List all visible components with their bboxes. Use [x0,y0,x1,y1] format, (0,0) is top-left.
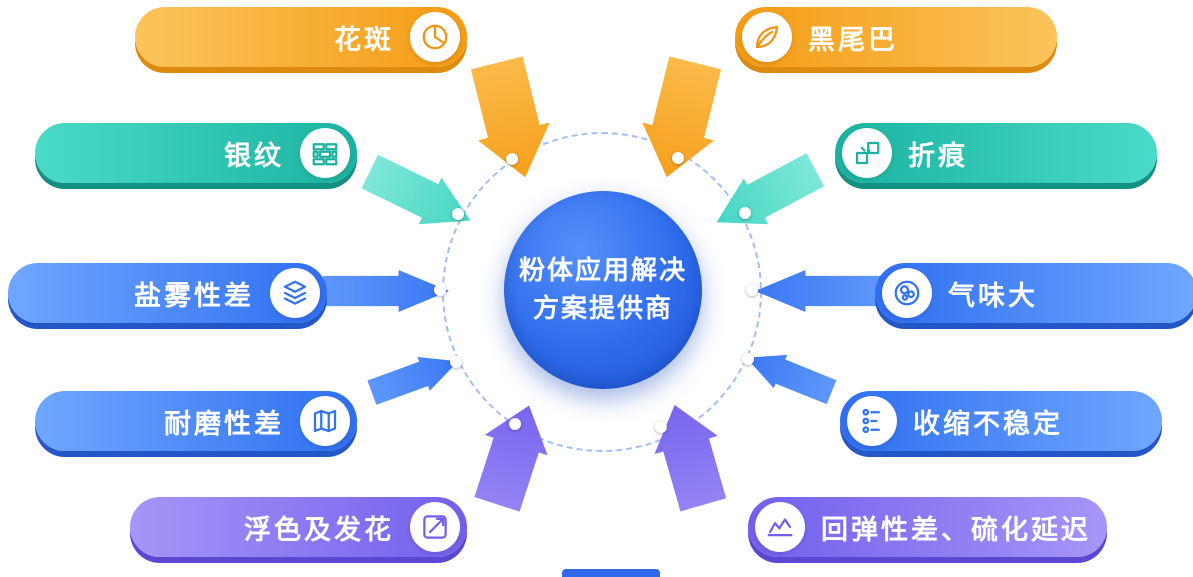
connector-dot [452,208,464,220]
bubbles-icon [882,268,932,318]
puzzle-icon [842,128,892,178]
trend-arrow-icon [410,502,460,552]
center-title-line1: 粉体应用解决 [518,255,687,286]
arrow-salt-spray [323,270,449,312]
bricks-icon [300,128,350,178]
node-abrasion-label: 耐磨性差 [164,408,284,439]
connector-dot [739,207,751,219]
node-shrinkage: 收缩不稳定 [840,391,1162,451]
bottom-strip [562,569,660,577]
connector-dot [506,153,518,165]
node-rebound: 回弹性差、硫化延迟 [748,497,1107,557]
node-silver-streak-label: 银纹 [224,140,284,171]
node-mottle: 花斑 [135,7,467,67]
arrow-odor [755,270,881,312]
node-mottle-label: 花斑 [334,24,394,55]
pie-chart-icon [410,12,460,62]
node-black-tail: 黑尾巴 [735,7,1057,67]
center-circle: 粉体应用解决 方案提供商 [504,191,702,389]
node-salt-spray: 盐雾性差 [8,263,327,323]
connector-dot [509,418,521,430]
arrow-abrasion [366,344,465,409]
arrow-shrinkage [740,341,839,409]
node-abrasion: 耐磨性差 [35,391,357,451]
node-odor: 气味大 [875,263,1193,323]
layers-icon [270,268,320,318]
connector-dot [672,152,684,164]
node-crease-label: 折痕 [908,140,968,171]
node-color-float: 浮色及发花 [130,497,467,557]
node-salt-spray-label: 盐雾性差 [134,280,254,311]
center-title-line2: 方案提供商 [532,293,673,323]
node-color-float-label: 浮色及发花 [244,514,394,545]
node-odor-label: 气味大 [948,280,1038,311]
dots-lines-icon [847,396,897,446]
connector-dot [742,353,754,365]
connector-dot [655,421,667,433]
node-rebound-label: 回弹性差、硫化延迟 [821,514,1091,545]
node-shrinkage-label: 收缩不稳定 [913,408,1063,439]
map-icon [300,396,350,446]
connector-dot [746,284,758,296]
connector-dot [434,284,446,296]
node-crease: 折痕 [835,123,1157,183]
node-silver-streak: 银纹 [35,123,357,183]
leaf-icon [742,12,792,62]
node-black-tail-label: 黑尾巴 [808,24,898,55]
connector-dot [450,356,462,368]
line-chart-icon [755,502,805,552]
